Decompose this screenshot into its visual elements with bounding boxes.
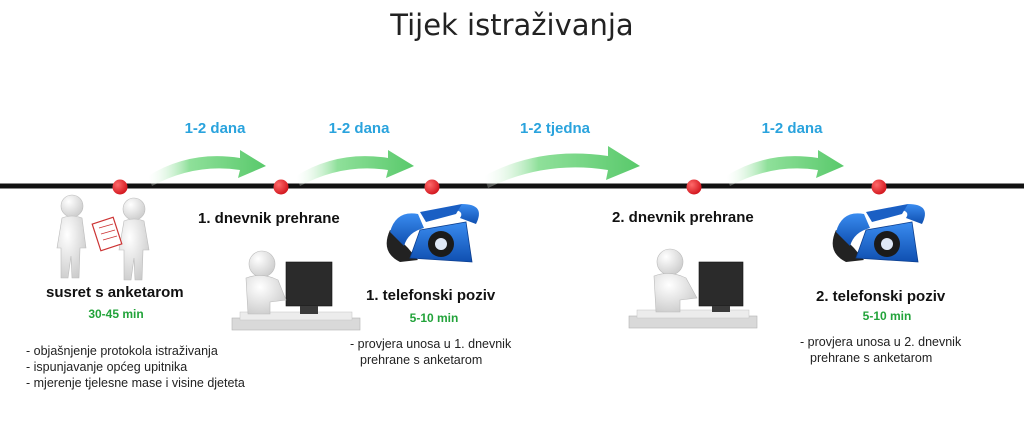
- note-line: - mjerenje tjelesne mase i visine djetet…: [26, 376, 245, 390]
- telephone-icon: [386, 204, 479, 263]
- interval-label: 1-2 dana: [184, 120, 246, 137]
- note-line: prehrane s anketarom: [810, 351, 933, 365]
- step-notes: - provjera unosa u 1. dnevnik prehrane s…: [350, 336, 511, 368]
- note-line: - objašnjenje protokola istraživanja: [26, 344, 218, 358]
- interval-arrow: [726, 150, 844, 186]
- milestone-dot: [273, 179, 289, 195]
- interval-label: 1-2 dana: [328, 120, 390, 137]
- interval-arrow: [296, 150, 414, 186]
- milestone-dot: [686, 179, 702, 195]
- note-line: - provjera unosa u 2. dnevnik: [800, 335, 962, 349]
- interval-arrow: [484, 146, 640, 188]
- step-notes: - provjera unosa u 2. dnevnik prehrane s…: [800, 334, 961, 366]
- step-notes: - objašnjenje protokola istraživanja - i…: [26, 343, 245, 391]
- milestone-dot: [424, 179, 440, 195]
- milestone-dot: [871, 179, 887, 195]
- note-line: - provjera unosa u 1. dnevnik: [350, 337, 512, 351]
- step-duration: 30-45 min: [88, 307, 144, 321]
- step-title: susret s anketarom: [46, 284, 184, 301]
- computer-user-icon: [628, 248, 758, 329]
- interval-label: 1-2 tjedna: [519, 120, 591, 137]
- step-title: 2. telefonski poziv: [816, 288, 946, 305]
- step-title: 2. dnevnik prehrane: [612, 209, 754, 226]
- telephone-icon: [832, 204, 925, 263]
- computer-user-icon: [231, 250, 361, 331]
- step-duration: 5-10 min: [409, 311, 459, 325]
- meeting-figures-icon: [56, 194, 150, 281]
- interval-arrow: [148, 150, 266, 186]
- step-duration: 5-10 min: [862, 309, 912, 323]
- milestone-dot: [112, 179, 128, 195]
- page-title: Tijek istraživanja: [390, 8, 634, 42]
- note-line: - ispunjavanje općeg upitnika: [26, 360, 188, 374]
- step-title: 1. telefonski poziv: [366, 287, 496, 304]
- interval-label: 1-2 dana: [761, 120, 823, 137]
- step-title: 1. dnevnik prehrane: [198, 210, 340, 227]
- note-line: prehrane s anketarom: [360, 353, 483, 367]
